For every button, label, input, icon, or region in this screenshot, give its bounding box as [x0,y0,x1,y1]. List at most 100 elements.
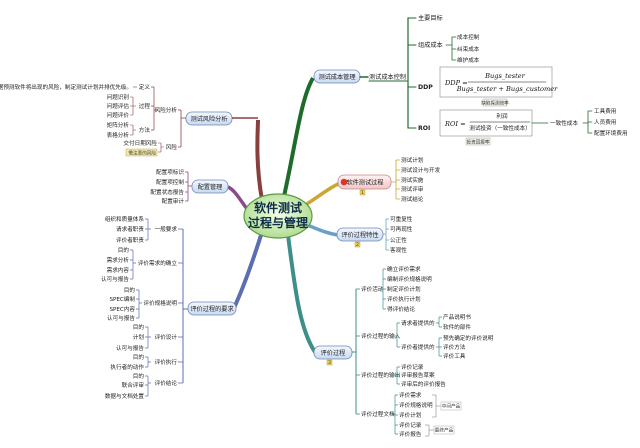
consistency-item-2: 配置环境费用 [594,129,628,137]
center-title-line1: 软件测试 [254,200,302,215]
req-design-2: 认可与报告 [116,344,144,352]
req-spec-2: SPEC内容 [109,305,135,313]
eval-input: 评价过程的输入 [361,332,401,340]
req-general-1: 请求者职责 [116,225,144,233]
config-topic-box[interactable] [191,179,229,194]
req-confirm-1: 需求分析 [107,256,130,264]
features-item-3: 客观性 [390,246,407,254]
req-spec-1: SPEC编制 [109,295,135,303]
risk-analysis: 风险分析 [155,106,178,114]
ddp-label: DDP [418,84,433,91]
config-item-2: 配置状态报告 [150,188,184,196]
eval-activities: 评价活动 [361,285,384,293]
roi-formula-box [439,109,533,137]
req-confirm: 评价需求的确立 [138,259,178,267]
req-conclude-1: 联合评审 [122,381,145,389]
eval-supplied-1: 软件的部件 [443,323,471,331]
process-item-1: 测试设计与开发 [401,166,441,174]
req-exec: 评价执行 [155,358,178,366]
req-confirm-2: 需求内容 [107,266,130,274]
eval-doc-tag2: 最终产品 [435,427,454,434]
req-conclude-0: 目的 [133,372,145,380]
req-topic: 评价过程的要求 [190,305,233,313]
eval-activity-4: 得评价结论 [387,305,415,313]
risk-topic: 测试风险分析 [190,115,227,123]
risk-def: 定义 [139,83,151,91]
process-item-0: 测试计划 [401,156,424,164]
req-exec-1: 执行者的动作 [110,363,144,371]
eval-output-0: 评价记录 [401,363,424,371]
process-topic: 软件测试过程 [346,179,383,187]
eval-evaluator-2: 评价工具 [443,352,466,360]
consistency-item-0: 工具费用 [594,107,616,115]
config-branch: 配置管理 配置项标识 配置项控制 配置状态报告 配置审计 [150,168,229,205]
req-spec-3: 认可与报告 [107,314,135,322]
req-confirm-3: 认可与报告 [101,275,129,283]
req-conclude-2: 数据与文档处置 [105,392,145,400]
risk-item-1: 需注意的风险 [128,150,156,157]
process-badge: 1 [361,190,364,196]
req-design-1: 计划 [133,333,145,341]
process-item-4: 测试结论 [401,195,424,203]
req-general: 一般要求 [155,225,178,233]
branch-risk [255,119,264,201]
features-item-1: 可再现性 [390,225,413,233]
branch-eval [286,234,317,354]
eval-evaluator: 评价者提供的 [401,343,435,351]
roi-formula-num: 利润 [496,112,508,120]
cost-item-2: 维护成本 [457,56,480,64]
eval-docs: 评价过程文档 [361,410,395,418]
eval-activity-2: 制定评价计划 [387,285,421,293]
config-topic: 配置管理 [198,183,223,191]
features-branch: 评价过程特性 2 可重复性 可再现性 公正性 客观性 [336,215,413,254]
eval-badge: 3 [328,360,331,366]
ddp-formula-den: Bugs_tester + Bugs_customer [456,85,558,93]
risk-process-1: 问题评估 [107,102,130,110]
central-topic[interactable]: 软件测试 过程与管理 [243,193,313,239]
eval-output-2: 评审后的评价报告 [401,380,446,388]
req-design-0: 目的 [133,323,145,331]
risk-item-0: 交付日期风险 [123,139,157,147]
req-spec: 评价规格说明 [143,299,177,307]
risk-branch: 测试风险分析 风险分析 风险 定义 根据预测软件将出现的风险，制定测试计划并排优… [0,83,258,157]
eval-output: 评价过程的输出 [361,371,400,379]
eval-supplied-0: 产品说明书 [443,313,471,321]
req-conclude: 评价结论 [155,379,178,387]
roi-label: ROI [418,125,430,132]
eval-doc-0: 评价需求 [399,391,422,399]
consistency-cost: 一致性成本 [550,119,578,127]
config-item-1: 配置项控制 [156,178,184,186]
req-confirm-0: 目的 [118,246,130,254]
branch-cost [280,76,315,206]
eval-activity-1: 编制评价规格说明 [387,275,432,283]
ddp-formula-lhs: DDP = [444,79,468,87]
eval-output-1: 评审报告草案 [401,371,435,379]
features-badge: 2 [356,242,359,248]
eval-doc-4: 评价报告 [399,430,422,438]
risk-process-2: 问题评价 [107,111,130,119]
eval-topic: 评价过程 [321,349,346,357]
ddp-tag: 缺陷探测效率 [481,100,509,107]
cost-item-1: 纠束成本 [457,45,480,53]
process-item-2: 测试实施 [401,176,424,184]
cost-control: 测试成本控制 [369,73,406,81]
risk-def-text: 根据预测软件将出现的风险，制定测试计划并排优先级。 [0,83,132,91]
features-topic-box[interactable] [336,227,384,242]
roi-formula-lhs: ROI = [444,120,466,128]
features-topic: 评价过程特性 [341,231,378,239]
eval-doc-tag1: 中间产品 [442,403,461,410]
eval-evaluator-0: 预先确定的评价说明 [443,334,494,342]
cost-branch: 测试成本管理 测试成本控制 主要目标 组成成本 成本控制 纠束成本 维护成本 D… [313,14,628,146]
cost-item-0: 成本控制 [457,33,480,41]
process-priority-icon [340,178,348,186]
eval-evaluator-1: 评价方法 [443,343,466,351]
risk-process: 过程 [139,102,151,110]
features-item-0: 可重复性 [390,215,413,223]
eval-activity-0: 确立评价需求 [387,265,421,273]
eval-doc-2: 评价计划 [399,411,422,419]
eval-supplied: 请求者提供的 [401,319,435,327]
risk-method: 方法 [139,126,151,134]
req-design: 评价设计 [155,333,178,341]
